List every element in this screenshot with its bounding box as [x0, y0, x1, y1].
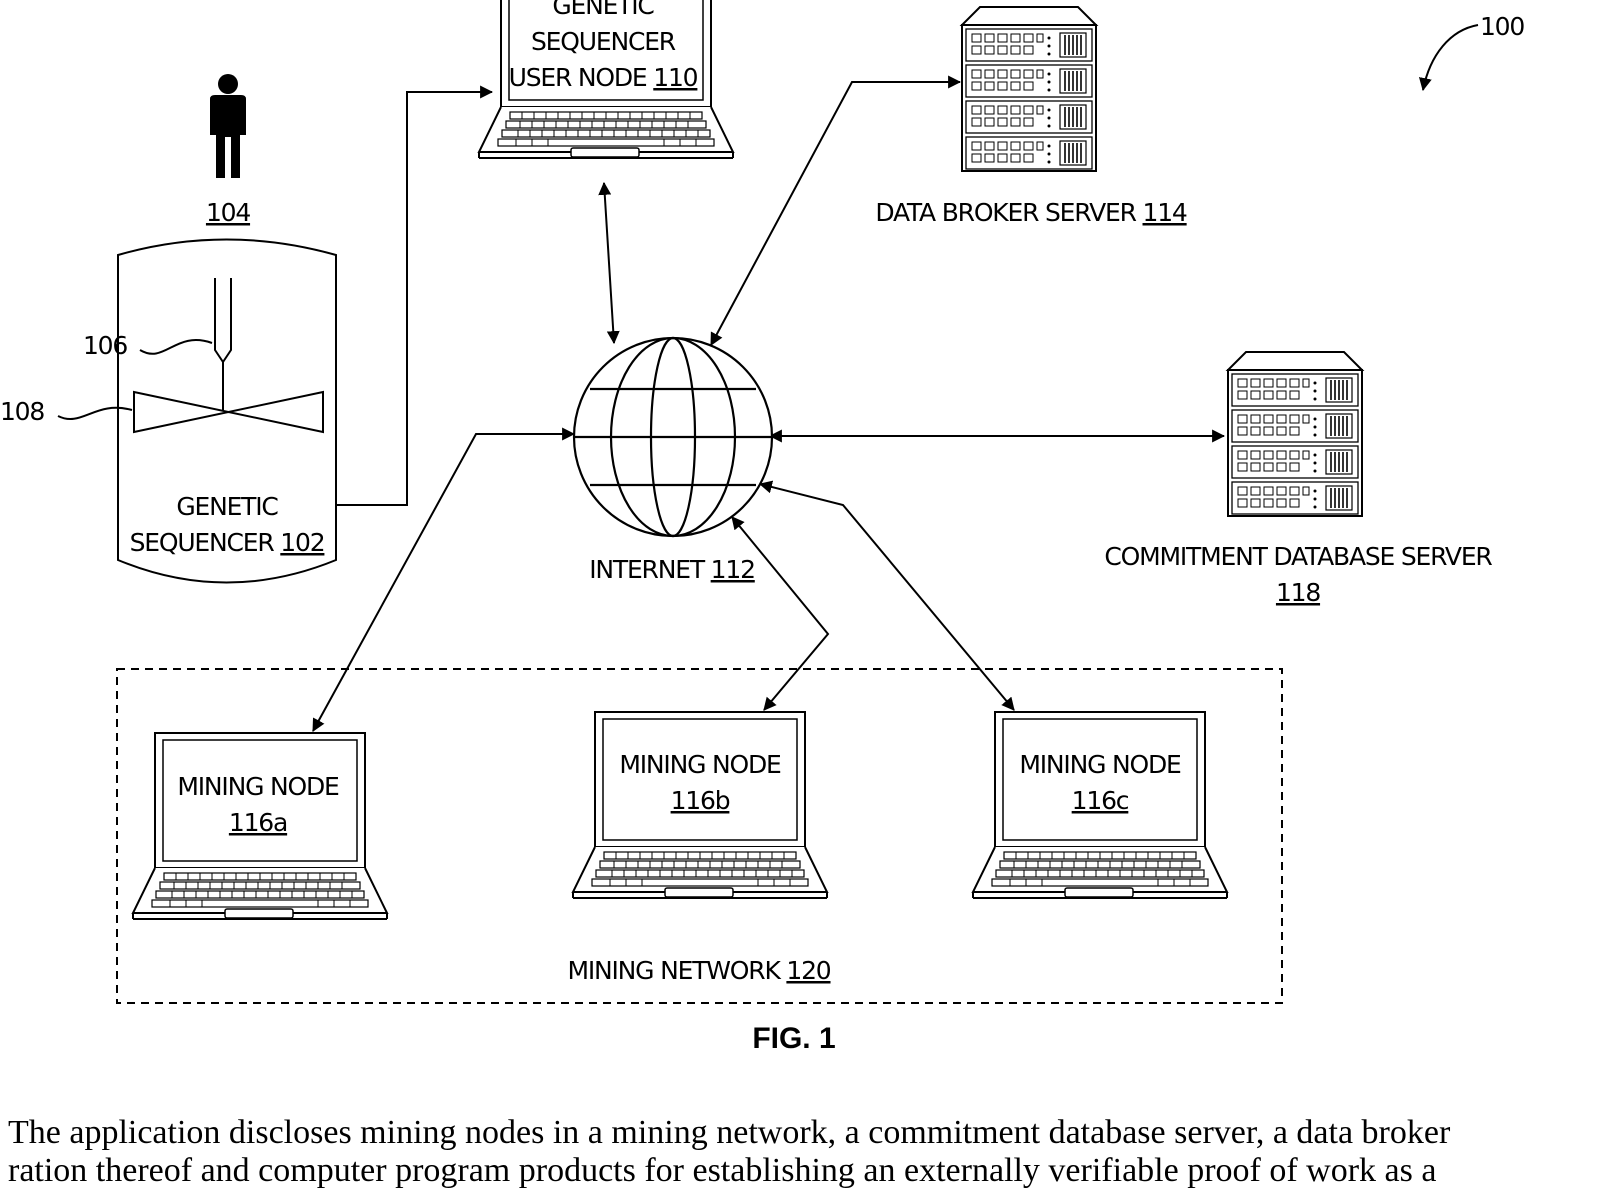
commitment-db-server-ref: 118: [1276, 578, 1320, 607]
stage-ref: 108: [0, 397, 44, 426]
connector-user-node-internet: [604, 183, 614, 343]
connector-sequencer-to-user-node: [333, 92, 492, 505]
mining-node-ref: 116c: [1072, 786, 1129, 815]
caption-text: The application discloses mining nodes i…: [8, 1114, 1614, 1190]
caption-line-2: ration thereof and computer program prod…: [8, 1152, 1614, 1190]
needle-ref: 106: [83, 331, 127, 360]
mining-node-label: MINING NODE: [177, 772, 339, 801]
mining-network-label: MINING NETWORK 120: [567, 956, 830, 985]
person-icon: [210, 74, 246, 178]
data-broker-server-label: DATA BROKER SERVER 114: [875, 198, 1187, 227]
genetic-sequencer-label-line2: SEQUENCER 102: [130, 528, 325, 557]
user-node-label-line1: GENETIC: [552, 0, 654, 20]
user-node-label-line3: USER NODE 110: [509, 63, 698, 92]
connector-internet-116b: [732, 517, 828, 710]
figure-ref-number: 100: [1480, 12, 1524, 41]
internet-label: INTERNET 112: [589, 555, 755, 584]
mining-node-ref: 116a: [229, 808, 287, 837]
ref-100-leader: [1423, 25, 1478, 90]
mining-node-label: MINING NODE: [1019, 750, 1181, 779]
mining-node-label: MINING NODE: [619, 750, 781, 779]
server-rack-icon: [1228, 352, 1362, 516]
connector-internet-116a: [313, 434, 574, 731]
caption-line-1: The application discloses mining nodes i…: [8, 1114, 1614, 1152]
person-ref: 104: [206, 198, 250, 227]
figure-label: FIG. 1: [752, 1022, 835, 1055]
commitment-db-server-label: COMMITMENT DATABASE SERVER: [1104, 542, 1492, 571]
user-node-label-line2: SEQUENCER: [531, 27, 676, 56]
globe-icon: [574, 338, 772, 536]
genetic-sequencer-label-line1: GENETIC: [176, 492, 278, 521]
mining-node-ref: 116b: [671, 786, 730, 815]
server-rack-icon: [962, 7, 1096, 171]
